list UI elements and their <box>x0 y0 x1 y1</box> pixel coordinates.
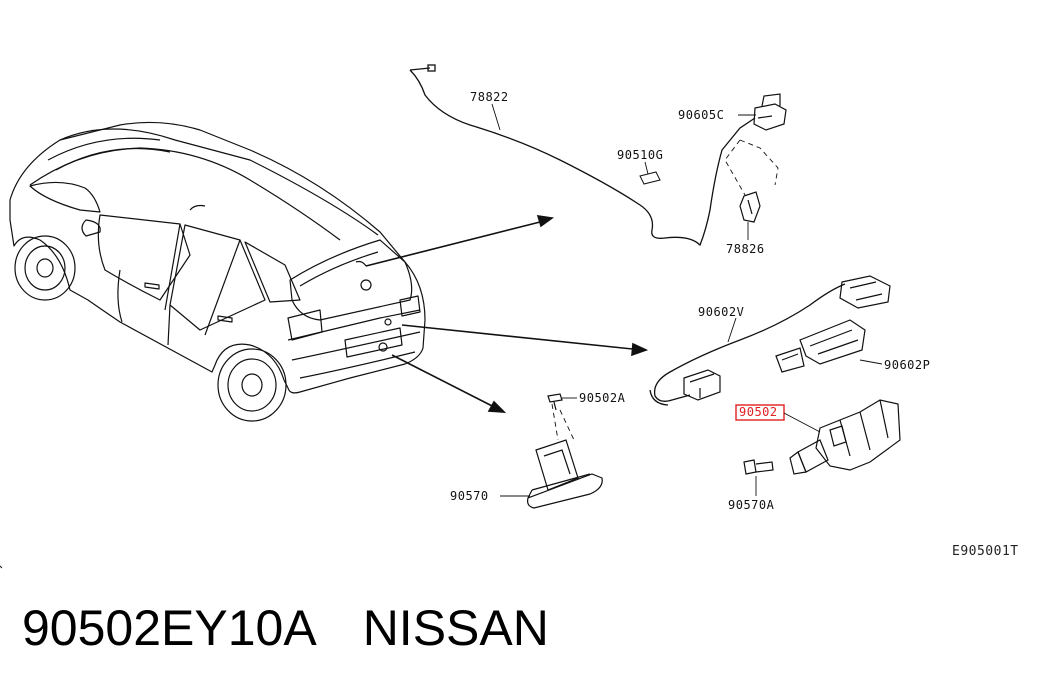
screw-90502A <box>547 393 563 411</box>
brand-name: NISSAN <box>362 600 549 656</box>
corner-mark <box>0 565 3 569</box>
leader-90602V <box>727 317 737 343</box>
switch-90502 <box>789 399 901 475</box>
connector-90602V-end <box>839 275 891 309</box>
label-90570: 90570 <box>450 489 489 503</box>
diagram-code: E905001T <box>952 544 1019 559</box>
label-90502A: 90502A <box>579 391 626 405</box>
label-78822: 78822 <box>470 90 509 104</box>
leader-78822 <box>491 103 501 131</box>
clip-90510G <box>639 171 661 185</box>
handle-90570 <box>527 439 603 509</box>
label-90570A: 90570A <box>728 498 775 512</box>
caption: 90502EY10A NISSAN <box>22 596 549 660</box>
label-90502: 90502 <box>739 405 778 419</box>
label-90602V: 90602V <box>698 305 744 319</box>
label-78826: 78826 <box>726 242 765 256</box>
label-90602P: 90602P <box>884 358 930 372</box>
leader-90502 <box>783 412 821 433</box>
callout-arrows <box>365 215 649 413</box>
grommet-90605C <box>753 93 787 131</box>
bolt-90570A <box>743 459 774 475</box>
leader-90602P <box>859 359 883 365</box>
connector-90602V-plug <box>683 369 721 401</box>
dashed-guides-90570 <box>551 403 575 441</box>
leader-90510G <box>644 161 649 175</box>
connector-78826 <box>739 191 761 223</box>
lamp-90602P <box>775 319 866 373</box>
dashed-guides-78826 <box>724 139 779 196</box>
label-90510G: 90510G <box>617 148 663 162</box>
highlight-box-90502 <box>735 404 785 421</box>
harness-78822 <box>409 64 756 247</box>
vehicle-illustration <box>9 121 426 422</box>
part-number: 90502EY10A <box>22 600 317 656</box>
label-90605C: 90605C <box>678 108 724 122</box>
harness-90602V <box>649 283 846 406</box>
